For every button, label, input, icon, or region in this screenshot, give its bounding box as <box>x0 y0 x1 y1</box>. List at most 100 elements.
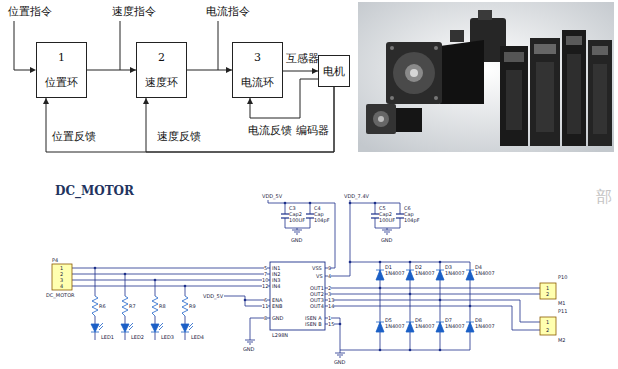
resistor-symbol <box>122 296 128 316</box>
led-symbol <box>91 324 99 332</box>
connector-line <box>187 70 232 71</box>
diode-symbol <box>436 270 444 280</box>
servo-photo <box>396 108 422 132</box>
servo-photo <box>440 40 484 104</box>
part-ref: D5 <box>385 317 392 323</box>
servo-photo <box>562 30 586 146</box>
part-ref: LED3 <box>161 334 174 340</box>
pin-number: 12 <box>262 283 268 289</box>
led-symbol <box>99 326 103 330</box>
part-value: 104pF <box>314 217 330 223</box>
pin-name: GND <box>272 315 283 321</box>
part-ref: R7 <box>129 303 136 309</box>
junction-dot <box>439 261 442 264</box>
ground-symbol <box>245 230 392 357</box>
part-type: Cap2 <box>289 211 302 217</box>
junction-dot <box>284 202 287 205</box>
servo-photo <box>434 96 438 100</box>
diode-symbol <box>466 322 474 323</box>
connector-body <box>540 283 556 299</box>
junction-dot <box>439 299 442 302</box>
box-label: 电机 <box>323 65 345 78</box>
schematic-wire <box>72 268 270 269</box>
junction-dot <box>124 273 127 276</box>
pin-name: ISEN B <box>305 321 322 327</box>
pin-number: 9 <box>328 265 331 271</box>
edge-label: 电流反馈 <box>248 124 292 138</box>
part-ref: LED1 <box>101 334 114 340</box>
net-label: VDD_7.4V <box>344 193 369 199</box>
part-type: M2 <box>558 337 566 343</box>
schematic-wire <box>375 203 376 214</box>
part-type: L298N <box>272 332 288 338</box>
connector-body <box>52 264 556 335</box>
part-ref: D7 <box>445 317 452 323</box>
watermark: 部 <box>596 188 612 206</box>
capacitor-symbol <box>371 213 379 214</box>
command-label: 位置指令 <box>8 5 52 19</box>
schematic-wire <box>285 203 286 214</box>
schematic-wire <box>125 316 126 324</box>
pin-number: 1 <box>60 265 63 271</box>
servo-photo <box>534 44 556 54</box>
led-symbol <box>181 332 189 333</box>
command-line <box>218 21 219 70</box>
edge-label: 速度反馈 <box>157 130 201 144</box>
schematic-wire <box>72 200 540 353</box>
pin-number: 4 <box>328 273 331 279</box>
led-symbol <box>151 332 159 333</box>
ground-symbol <box>245 340 255 341</box>
capacitor-symbol <box>306 217 314 218</box>
schematic-wire <box>400 218 401 228</box>
schematic-wire <box>400 203 401 214</box>
pin-number: 3 <box>60 277 63 283</box>
resistor-symbol <box>152 296 158 316</box>
ground-symbol <box>384 232 390 233</box>
led-symbol <box>181 324 189 332</box>
servo-photo <box>378 116 384 122</box>
servo-photo <box>566 36 582 45</box>
schematic-wire <box>185 286 186 296</box>
loop-box: 2速度环 <box>136 42 187 98</box>
schematic-wire <box>155 332 156 340</box>
capacitor-symbol <box>306 213 314 214</box>
diode-symbol <box>466 270 474 271</box>
diode-symbol <box>376 322 384 332</box>
schematic-wire <box>350 262 470 263</box>
capacitor-symbol <box>396 217 404 218</box>
diode-symbol <box>406 270 414 280</box>
schematic-wire <box>340 350 341 353</box>
junction-dot <box>409 261 412 264</box>
servo-photo <box>358 2 614 152</box>
junction-dot <box>379 349 382 352</box>
capacitor-symbol <box>396 213 404 214</box>
part-label: 编码器 <box>296 124 329 138</box>
diode-symbol <box>376 322 384 323</box>
servo-photo <box>450 30 464 42</box>
part-type: M1 <box>558 300 566 306</box>
pin-name: IN1 <box>272 265 280 271</box>
ground-symbol <box>294 232 300 233</box>
part-ref: C6 <box>404 205 411 211</box>
schematic-wire <box>350 203 400 204</box>
net-label: VDD_5V <box>203 293 223 299</box>
callout-number: 3 <box>254 51 261 64</box>
part-type: Cap <box>404 211 414 217</box>
schematic-wire <box>72 286 270 287</box>
arrow-head <box>247 98 253 104</box>
resistor-symbol <box>92 296 98 316</box>
pin-number: 11 <box>262 303 268 309</box>
pin-name: VSS <box>312 265 322 271</box>
connector <box>187 67 232 73</box>
pin-name: ENB <box>272 303 282 309</box>
diode-symbol <box>436 322 444 323</box>
pin-name: VS <box>316 273 323 279</box>
part-label: 互感器 <box>286 52 319 66</box>
pin-name: OUT2 <box>310 291 324 297</box>
diode-symbol <box>376 270 384 280</box>
net-label: GND <box>243 346 254 352</box>
part-ref: LED4 <box>191 334 204 340</box>
servo-photo <box>536 62 554 132</box>
connector-line <box>87 70 136 71</box>
